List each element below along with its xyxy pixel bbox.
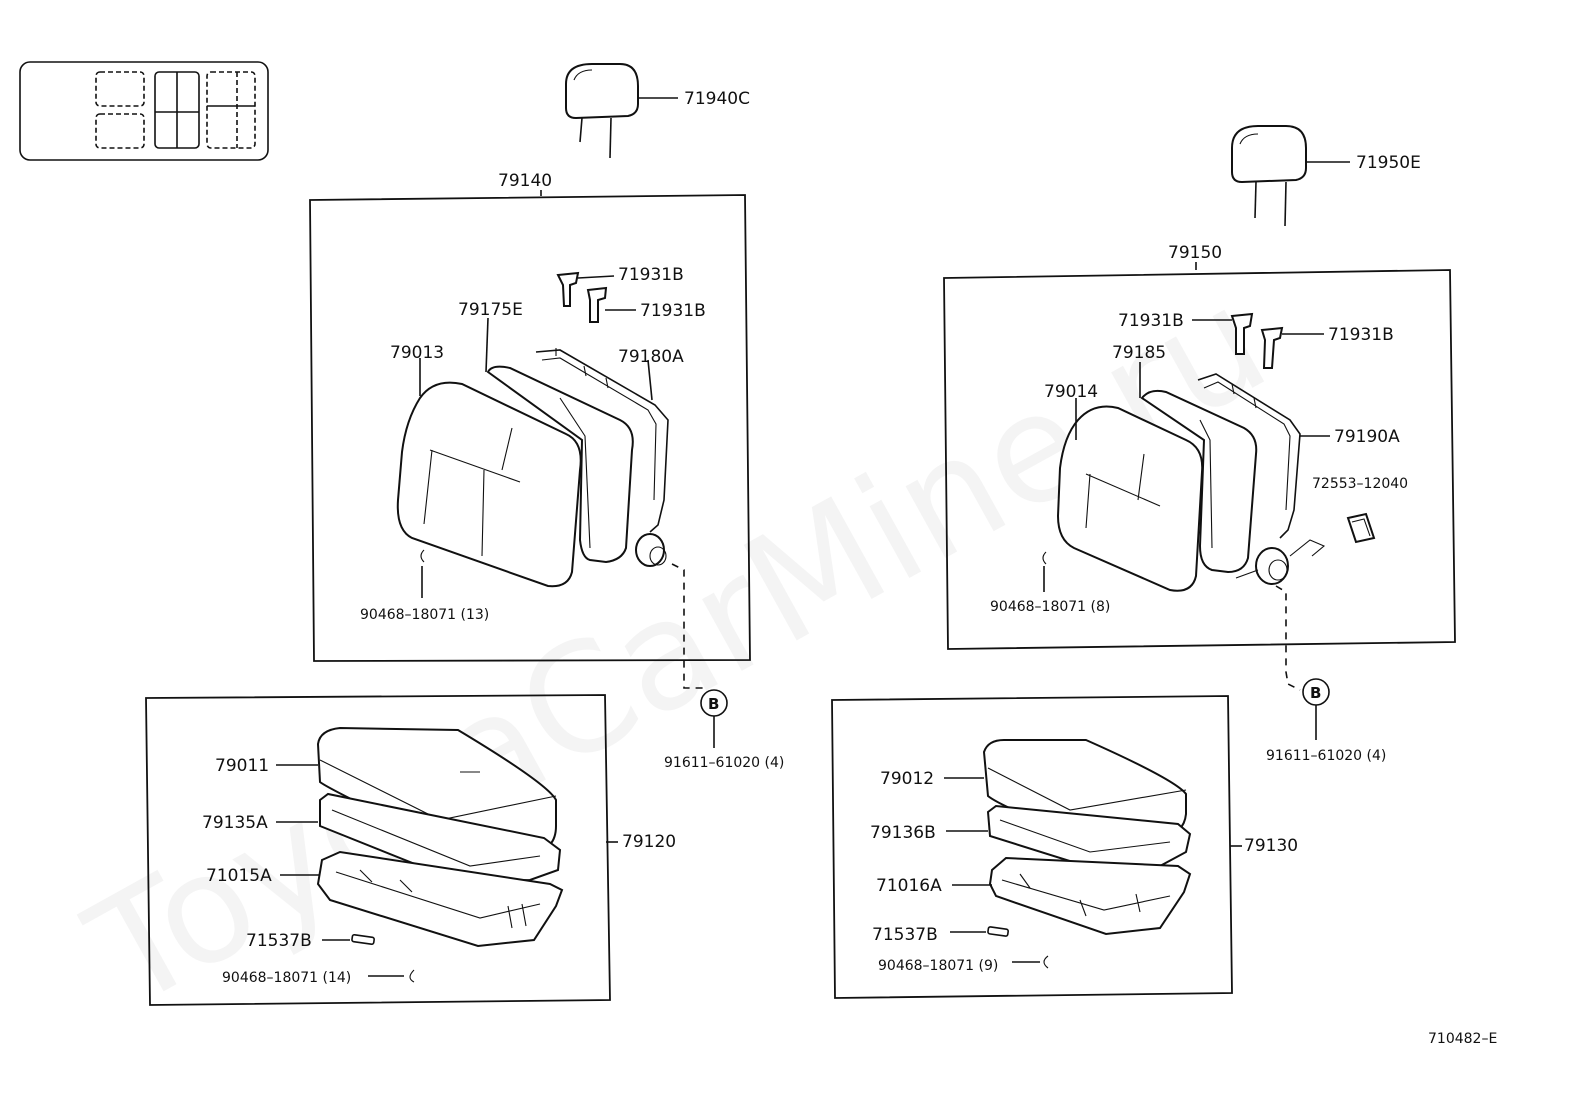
part-79012-label: 79012: [880, 769, 934, 789]
diagram-id: 710482–E: [1428, 1031, 1497, 1047]
group-79150-label: 79150: [1168, 243, 1222, 263]
seatback-frame-right: [1197, 373, 1330, 539]
cover-plate-icon: [1346, 512, 1376, 544]
headrest-support-left-2: [586, 286, 636, 323]
headrest-right: [1231, 125, 1350, 227]
seatback-pad-right: [1139, 362, 1258, 574]
part-71931B-label-1: 71931B: [618, 265, 684, 285]
callout-b-left-letter: B: [708, 695, 719, 713]
headrest-support-right-2: [1260, 326, 1324, 369]
cushion-frame-left: [280, 850, 564, 948]
headrest-support-left-1: [556, 271, 615, 307]
part-71931B-label-4: 71931B: [1328, 325, 1394, 345]
clip-icon-right: [950, 926, 1010, 937]
part-71931B-label-3: 71931B: [1118, 311, 1184, 331]
group-box-79130: [831, 695, 1233, 999]
part-79013-label: 79013: [390, 343, 444, 363]
part-79135A-label: 79135A: [202, 813, 268, 833]
part-79180A-label: 79180A: [618, 347, 684, 367]
recliner-left: [635, 533, 704, 689]
group-box-79140: [309, 194, 751, 662]
group-79140-label: 79140: [498, 171, 552, 191]
part-71931B-label-2: 71931B: [640, 301, 706, 321]
hog-ring-icon-cushion-right: [1012, 955, 1049, 969]
part-71950E-label: 71950E: [1356, 153, 1421, 173]
hog-ring-icon-cushion-left: [368, 969, 415, 983]
part-79011-label: 79011: [215, 756, 269, 776]
headrest-left: [565, 63, 678, 159]
part-71537B-left-label: 71537B: [246, 931, 312, 951]
clip-icon-left: [322, 933, 375, 946]
callout-b-left: B: [700, 689, 728, 748]
hog-ring-icon-left: [420, 549, 425, 598]
callout-b-right-letter: B: [1310, 684, 1321, 702]
part-72553-12040-label: 72553–12040: [1312, 476, 1408, 492]
callout-b-right: B: [1302, 678, 1330, 740]
part-91611-61020-left-label: 91611–61020 (4): [664, 755, 784, 771]
headrest-support-right-1: [1192, 312, 1254, 355]
hog-ring-icon-right: [1042, 551, 1047, 592]
part-90468-18071-13-label: 90468–18071 (13): [360, 607, 489, 623]
part-79190A-label: 79190A: [1334, 427, 1400, 447]
part-71016A-label: 71016A: [876, 876, 942, 896]
part-71015A-label: 71015A: [206, 866, 272, 886]
group-box-79120: [145, 694, 611, 1006]
part-79185-label: 79185: [1112, 343, 1166, 363]
seatback-pad-left: [485, 317, 634, 564]
group-79130-label: 79130: [1244, 836, 1298, 856]
part-79175E-label: 79175E: [458, 300, 523, 320]
seatback-cover-right: [1056, 398, 1204, 592]
part-79136B-label: 79136B: [870, 823, 936, 843]
part-90468-18071-9-label: 90468–18071 (9): [878, 958, 998, 974]
group-79120-label: 79120: [622, 832, 676, 852]
part-90468-18071-8-label: 90468–18071 (8): [990, 599, 1110, 615]
part-79014-label: 79014: [1044, 382, 1098, 402]
cushion-pad-right: [946, 804, 1192, 870]
cushion-pad-left: [276, 792, 562, 884]
part-91611-61020-right-label: 91611–61020 (4): [1266, 748, 1386, 764]
group-box-79150: [943, 269, 1456, 650]
part-71537B-right-label: 71537B: [872, 925, 938, 945]
cushion-frame-right: [952, 856, 1192, 936]
part-90468-18071-14-label: 90468–18071 (14): [222, 970, 351, 986]
seatback-frame-left: [535, 348, 669, 533]
seat-locator-icon: [19, 61, 269, 161]
part-71940C-label: 71940C: [684, 89, 750, 109]
recliner-right: [1235, 539, 1326, 691]
seatback-cover-left: [396, 358, 582, 588]
